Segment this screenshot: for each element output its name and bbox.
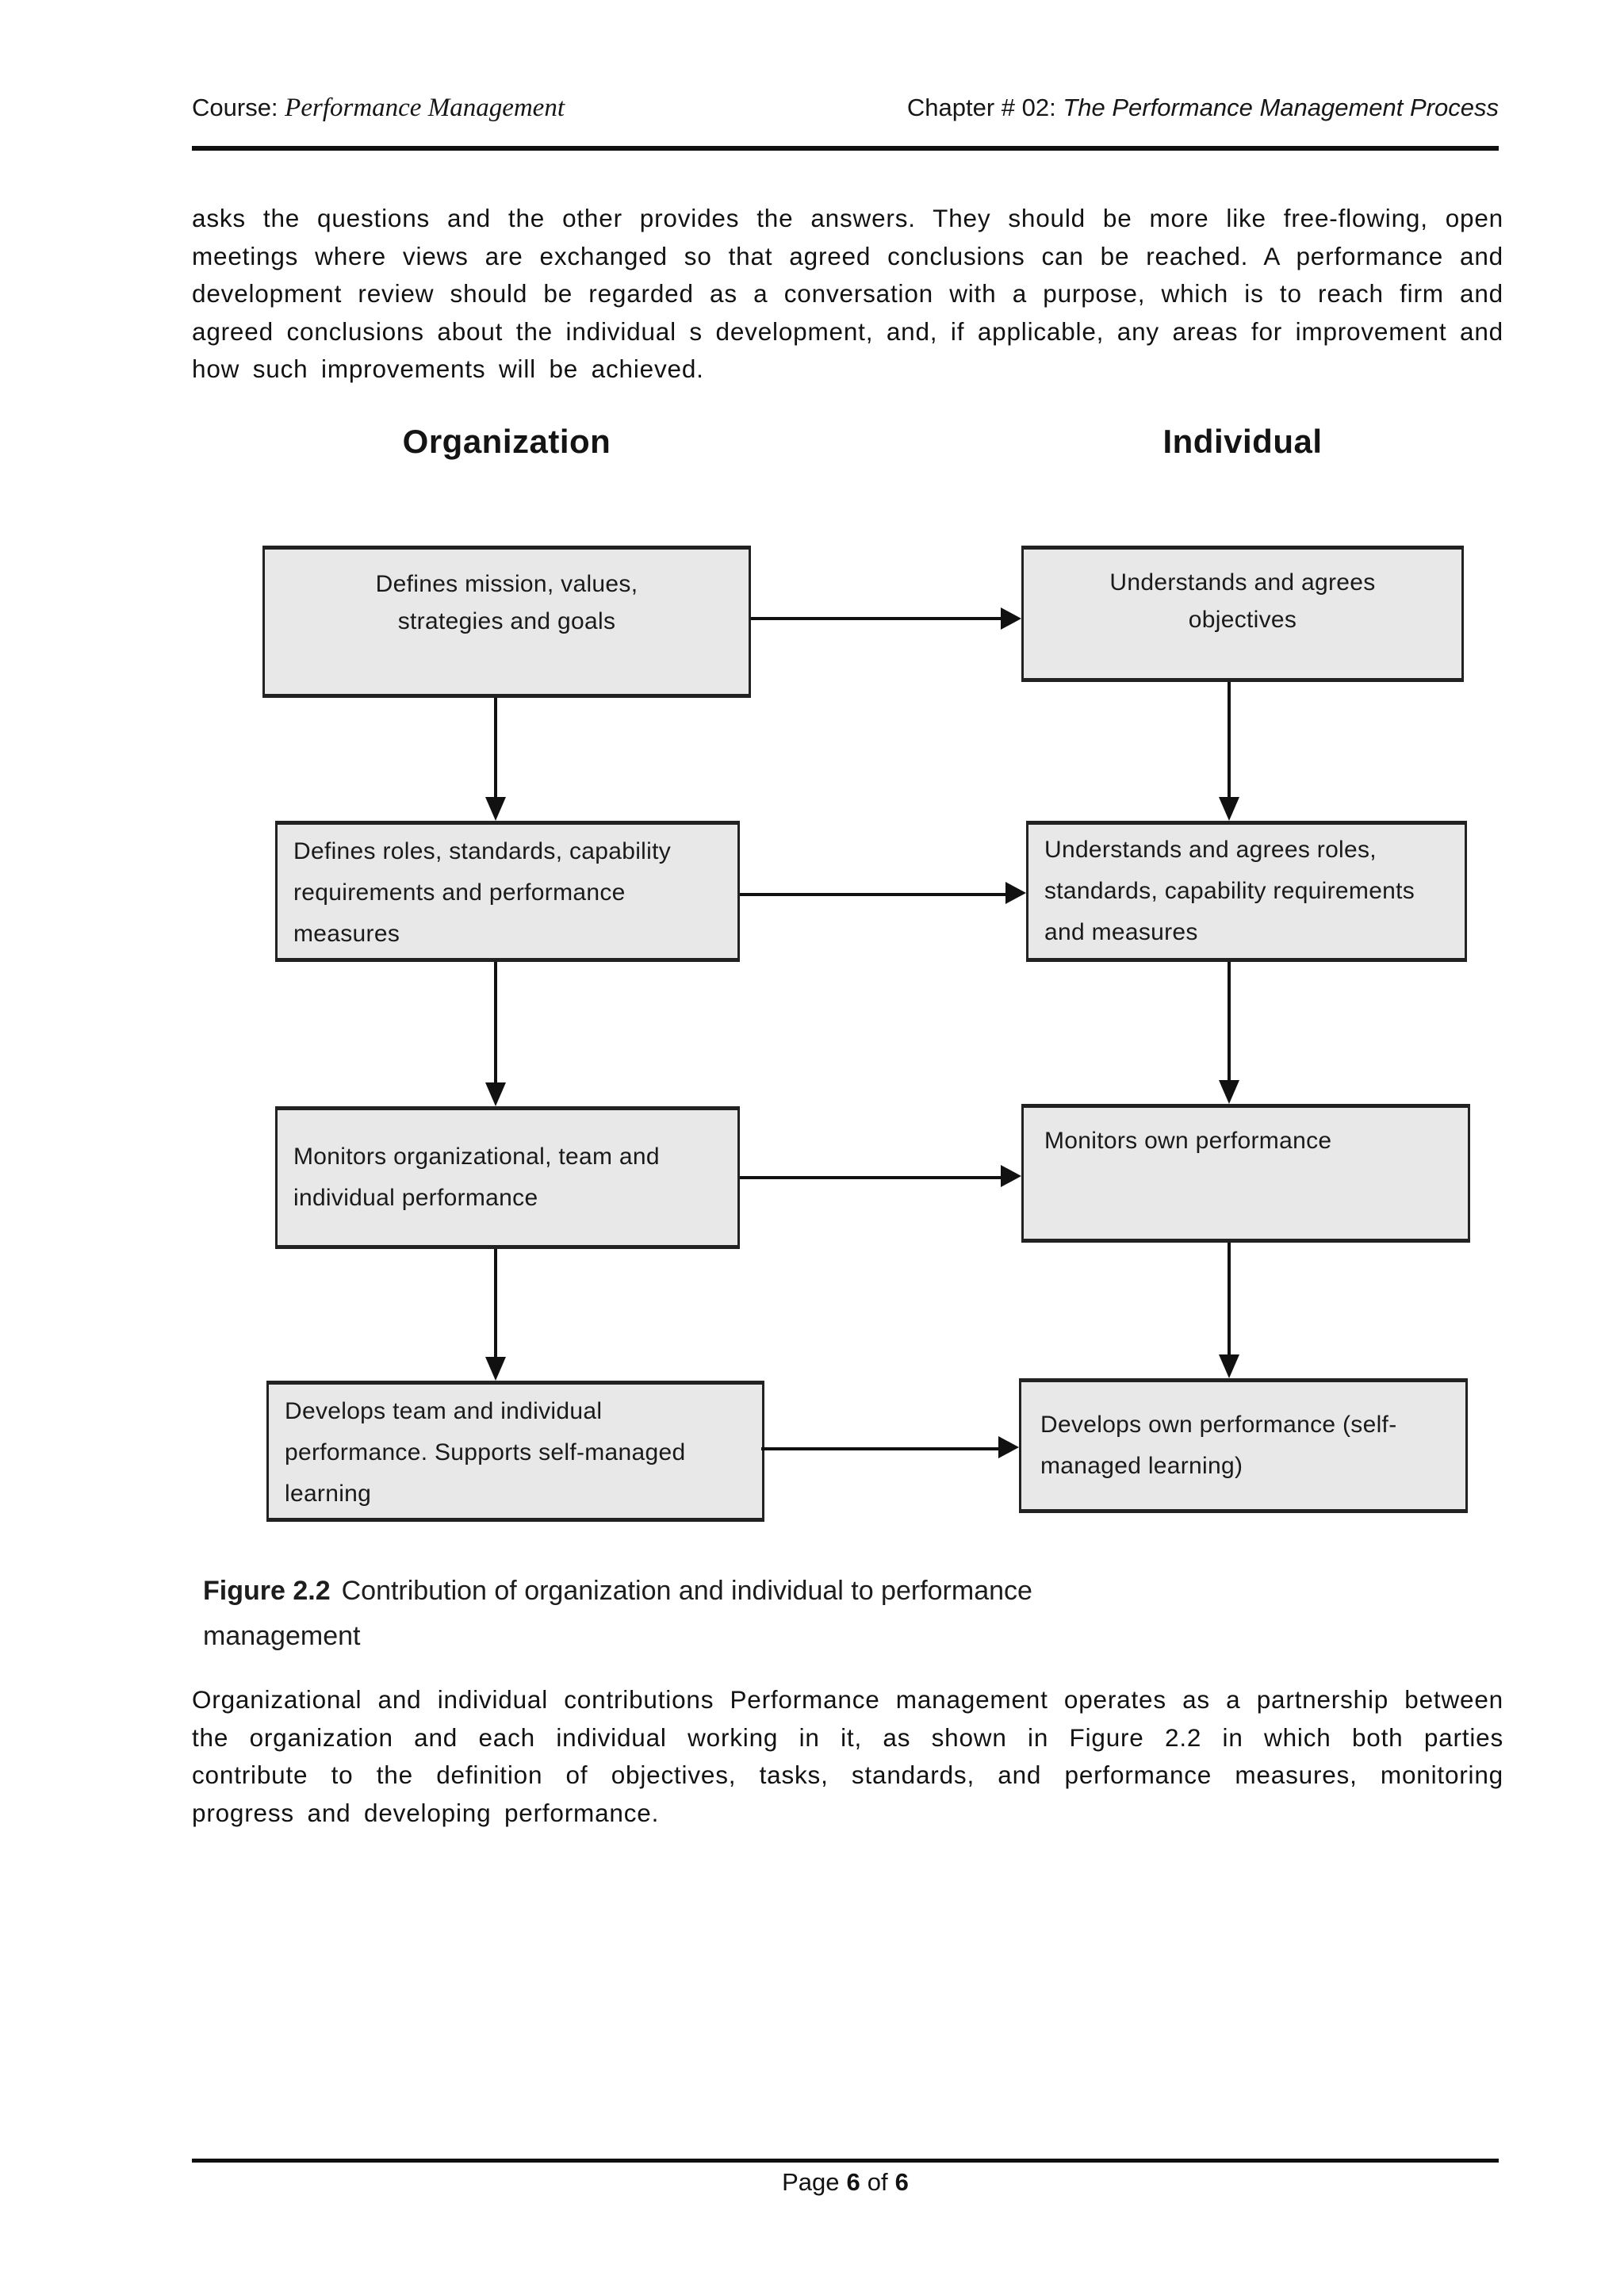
arrow-org2-org3-down-icon [485,1082,506,1106]
arrow-row2-line [740,893,1006,896]
footer-page-label: Page [782,2168,840,2196]
figure-caption-label: Figure 2.2 [203,1576,331,1606]
course-label: Course: [192,94,278,121]
page-footer: Page 6 of 6 [192,2168,1499,2197]
chapter-label: Chapter # 02: [906,94,1056,121]
footer-of-label: of [867,2168,888,2196]
flow-box-org-defines-roles: Defines roles, standards, capability req… [275,821,740,962]
chapter-title: The Performance Management Process [1063,94,1499,121]
arrow-row4-right-icon [998,1436,1019,1458]
arrow-org2-org3-line [494,962,497,1082]
figure-caption-text: Contribution of organization and individ… [203,1576,1032,1651]
arrow-ind2-ind3-line [1228,962,1231,1080]
organization-column-heading: Organization [402,423,611,460]
course-title: Performance Management [285,94,565,122]
header-rule [192,146,1499,151]
flow-box-ind-develops-own: Develops own performance (self- managed … [1019,1378,1468,1513]
footer-page-number: 6 [846,2168,860,2196]
footer-rule [192,2159,1499,2163]
arrow-row3-line [740,1176,1002,1179]
arrow-ind2-ind3-down-icon [1219,1080,1239,1104]
arrow-org3-org4-line [494,1249,497,1357]
body-paragraph: Organizational and individual contributi… [192,1685,1503,1827]
arrow-ind3-ind4-line [1228,1243,1231,1354]
arrow-row1-right-icon [1001,607,1021,630]
header-course: Course: Performance Management [192,94,565,123]
header-chapter: Chapter # 02: The Performance Management… [907,94,1499,122]
footer-total-pages: 6 [894,2168,909,2196]
arrow-ind3-ind4-down-icon [1219,1354,1239,1378]
flow-box-ind-understands-roles: Understands and agrees roles, standards,… [1026,821,1467,962]
arrow-org3-org4-down-icon [485,1357,506,1381]
arrow-row4-line [761,1447,999,1450]
flow-box-ind-monitors-own: Monitors own performance [1021,1104,1470,1243]
flow-box-org-defines-mission: Defines mission, values, strategies and … [262,546,751,698]
individual-column-heading: Individual [1162,423,1323,460]
intro-paragraph: asks the questions and the other provide… [192,204,1503,383]
arrow-row2-right-icon [1005,882,1026,904]
flow-box-ind-understands-objectives: Understands and agrees objectives [1021,546,1464,682]
arrow-row3-right-icon [1001,1165,1021,1187]
arrow-row1-line [751,617,1002,620]
flow-box-org-monitors: Monitors organizational, team and indivi… [275,1106,740,1249]
arrow-org1-org2-down-icon [485,797,506,821]
arrow-ind1-ind2-down-icon [1219,797,1239,821]
flow-box-org-develops: Develops team and individual performance… [266,1381,764,1522]
arrow-ind1-ind2-line [1228,682,1231,797]
arrow-org1-org2-line [494,698,497,797]
